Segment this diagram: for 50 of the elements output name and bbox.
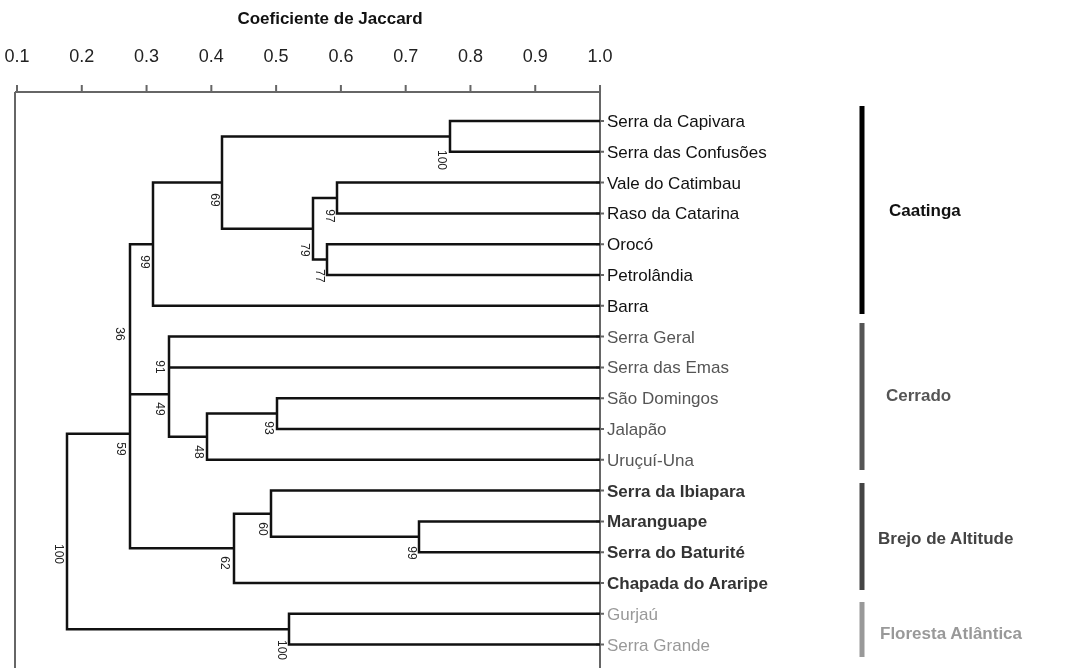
leaf-label: Serra das Emas bbox=[607, 358, 729, 376]
leaf-label: Raso da Catarina bbox=[607, 204, 740, 222]
leaf-label: Barra bbox=[607, 297, 649, 315]
bootstrap-value: 100 bbox=[53, 544, 65, 564]
bootstrap-value: 49 bbox=[154, 402, 166, 416]
leaf-label: Uruçuí-Una bbox=[607, 451, 694, 469]
bootstrap-value: 60 bbox=[257, 522, 269, 536]
bootstrap-value: 36 bbox=[114, 327, 126, 341]
bootstrap-value: 100 bbox=[276, 640, 288, 660]
tick-label: 0.2 bbox=[69, 47, 95, 65]
bootstrap-value: 100 bbox=[436, 150, 448, 170]
leaf-label: Orocó bbox=[607, 235, 654, 253]
leaf-label: Gurjaú bbox=[607, 605, 659, 623]
leaf-label: Serra do Baturité bbox=[607, 543, 745, 561]
bootstrap-value: 77 bbox=[314, 269, 326, 283]
bootstrap-value: 93 bbox=[263, 421, 275, 435]
leaf-label: Serra das Confusões bbox=[607, 143, 767, 161]
tick-label: 1.0 bbox=[587, 47, 613, 65]
bootstrap-value: 69 bbox=[209, 193, 221, 207]
bootstrap-value: 62 bbox=[219, 556, 231, 570]
tick-label: 0.3 bbox=[134, 47, 160, 65]
group-label: Caatinga bbox=[889, 201, 961, 219]
tick-label: 0.5 bbox=[263, 47, 289, 65]
leaf-label: Serra da Ibiapara bbox=[607, 482, 745, 500]
leaf-label: Petrolândia bbox=[607, 266, 693, 284]
axis-title: Coeficiente de Jaccard bbox=[237, 9, 423, 27]
bootstrap-value: 91 bbox=[154, 360, 166, 374]
leaf-label: Jalapão bbox=[607, 420, 667, 438]
bootstrap-value: 97 bbox=[324, 209, 336, 223]
leaf-label: Serra Grande bbox=[607, 636, 710, 654]
leaf-label: Maranguape bbox=[607, 512, 708, 530]
leaf-label: Vale do Catimbau bbox=[607, 174, 741, 192]
tick-label: 0.9 bbox=[522, 47, 548, 65]
tick-label: 0.6 bbox=[328, 47, 354, 65]
tick-label: 0.8 bbox=[457, 47, 483, 65]
bootstrap-value: 99 bbox=[139, 255, 151, 269]
tick-label: 0.4 bbox=[198, 47, 224, 65]
bootstrap-value: 99 bbox=[406, 546, 418, 560]
tick-label: 0.1 bbox=[4, 47, 30, 65]
leaf-label: Serra da Capivara bbox=[607, 112, 745, 130]
leaf-label: Serra Geral bbox=[607, 328, 695, 346]
tick-label: 0.7 bbox=[393, 47, 419, 65]
bootstrap-value: 79 bbox=[299, 243, 311, 257]
group-label: Floresta Atlântica bbox=[880, 624, 1023, 642]
bootstrap-value: 48 bbox=[193, 445, 205, 459]
group-label: Brejo de Altitude bbox=[878, 529, 1014, 547]
bootstrap-value: 59 bbox=[115, 442, 127, 456]
group-label: Cerrado bbox=[886, 386, 952, 404]
leaf-label: São Domingos bbox=[607, 389, 719, 407]
leaf-label: Chapada do Araripe bbox=[607, 574, 768, 592]
